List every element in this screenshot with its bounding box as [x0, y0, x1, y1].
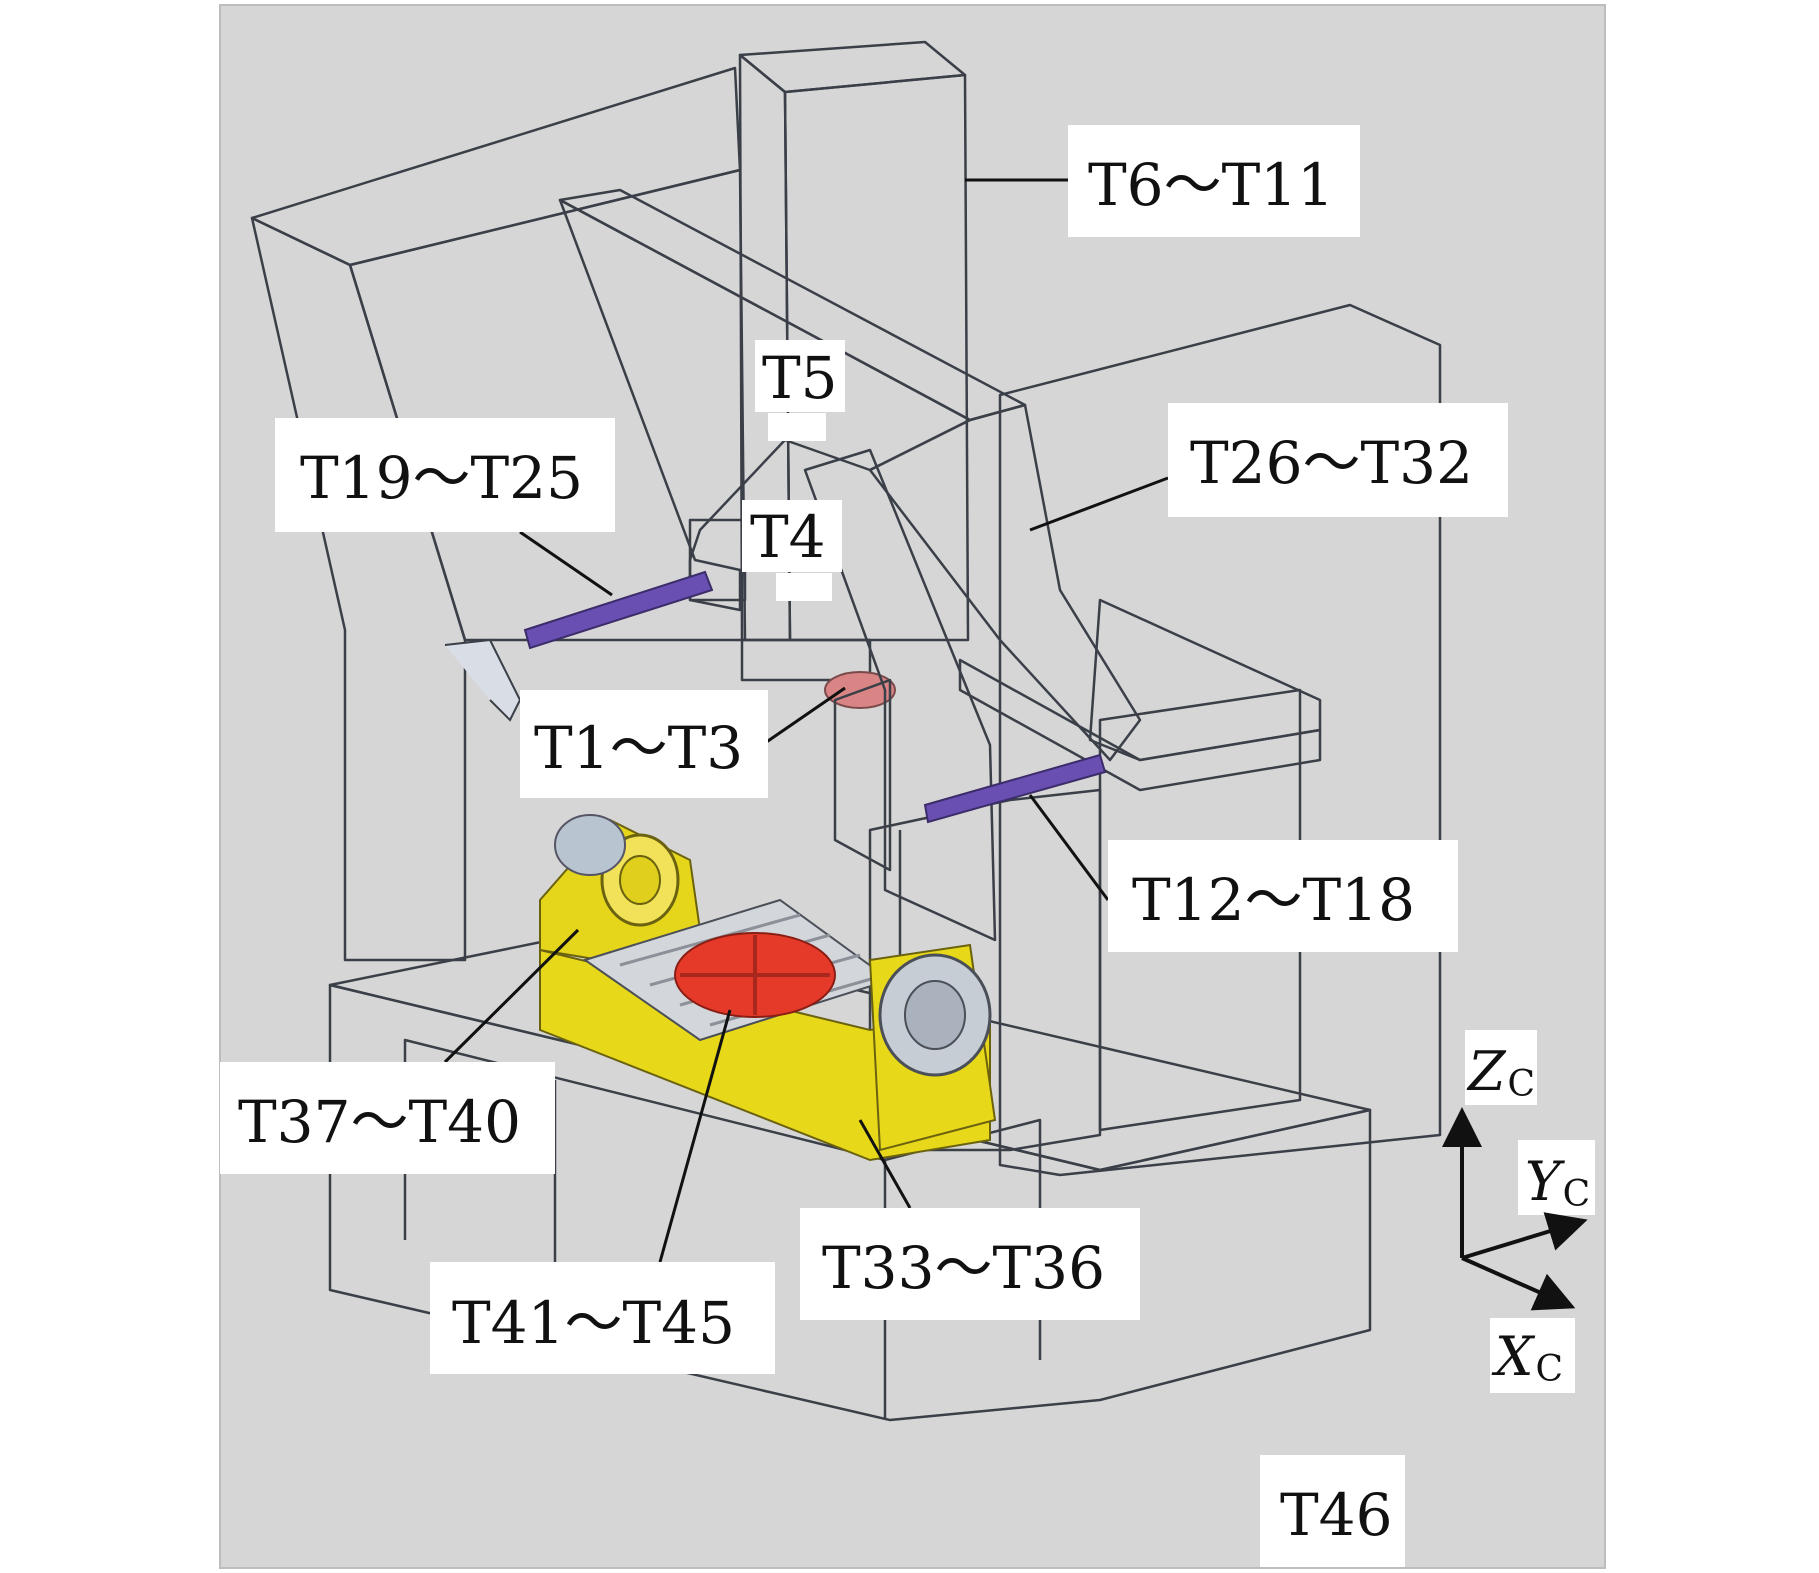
label-box-t26-t32: [1168, 403, 1508, 517]
label-t33-t36: T33～T36: [822, 1234, 1105, 1302]
axis-label-x: XC: [1491, 1325, 1563, 1390]
axis-label-y: YC: [1525, 1150, 1590, 1215]
trunnion-left-bearing-inner: [619, 855, 661, 905]
label-box-t12-t18: [1108, 840, 1458, 952]
trunnion-left-disc: [554, 814, 626, 876]
trunnion-right-bearing-inner: [904, 980, 966, 1050]
label-box-t6-t11: [1068, 125, 1360, 237]
guide-rail-right: [923, 753, 1107, 824]
guide-rail-left: [523, 570, 714, 650]
label-t4: T4: [750, 503, 826, 571]
label-t41-t45: T41～T45: [452, 1289, 735, 1357]
crossbeam-left-foot: [688, 518, 747, 602]
label-t46: T46: [1280, 1481, 1393, 1549]
leader-t1-t3: [764, 686, 846, 745]
spindle-box-side: [783, 73, 970, 642]
label-box-t37-t40: [220, 1062, 555, 1174]
leader-t37-t40: [443, 928, 580, 1064]
label-t5: T5: [762, 344, 838, 412]
label-box-t1-t3: [520, 690, 768, 798]
leader-t19-t25: [519, 530, 613, 597]
label-t12-t18: T12～T18: [1132, 866, 1415, 934]
table-top-slots: [680, 935, 830, 1015]
slide-front-face: [803, 448, 997, 942]
rotary-table-assembly: [539, 814, 997, 1162]
label-t1-t3: T1～T3: [534, 714, 743, 782]
axis-label-box-x: [1490, 1318, 1575, 1393]
label-box-t19-t25: [275, 418, 615, 532]
spindle-box: [738, 40, 970, 709]
slide-dark-block: [833, 678, 892, 872]
crossbeam-right-wing: [868, 403, 1142, 762]
leader-lines: [443, 178, 1169, 1263]
crossbeam-bottom-strip: [958, 658, 1322, 792]
label-box-t46: [1260, 1455, 1405, 1567]
x-axis-arrow: [1461, 1256, 1576, 1311]
label-box-t41-t45: [430, 1262, 775, 1374]
blank-tag-t4: [776, 573, 832, 601]
label-box-t4: [742, 500, 842, 572]
coordinate-axes: ZC YC XC: [1442, 1030, 1595, 1393]
label-t26-t32: T26～T32: [1190, 429, 1473, 497]
label-box-t33-t36: [800, 1208, 1140, 1320]
y-axis-arrow: [1461, 1212, 1588, 1260]
axis-label-box-y: [1518, 1140, 1595, 1215]
column-right-tower: [998, 303, 1442, 1177]
axis-label-z: ZC: [1466, 1040, 1535, 1105]
column-frame: [250, 66, 1442, 1422]
bed-base-front: [328, 983, 1372, 1422]
label-t6-t11: T6～T11: [1088, 151, 1334, 219]
axis-label-box-z: [1465, 1030, 1537, 1105]
leader-t26-t32: [1029, 476, 1169, 532]
label-t37-t40: T37～T40: [238, 1088, 521, 1156]
leader-t12-t18: [1028, 794, 1110, 901]
blank-tag-t5: [768, 413, 826, 441]
labels: T6～T11 T5 T19～T25 T26～T32 T4 T1～T3 T12～T…: [220, 125, 1508, 1567]
label-t19-t25: T19～T25: [300, 444, 583, 512]
diagram-background: [219, 4, 1606, 1569]
leader-t41-t45: [658, 1009, 732, 1263]
leader-t33-t36: [858, 1119, 912, 1209]
label-box-t5: [755, 340, 845, 412]
